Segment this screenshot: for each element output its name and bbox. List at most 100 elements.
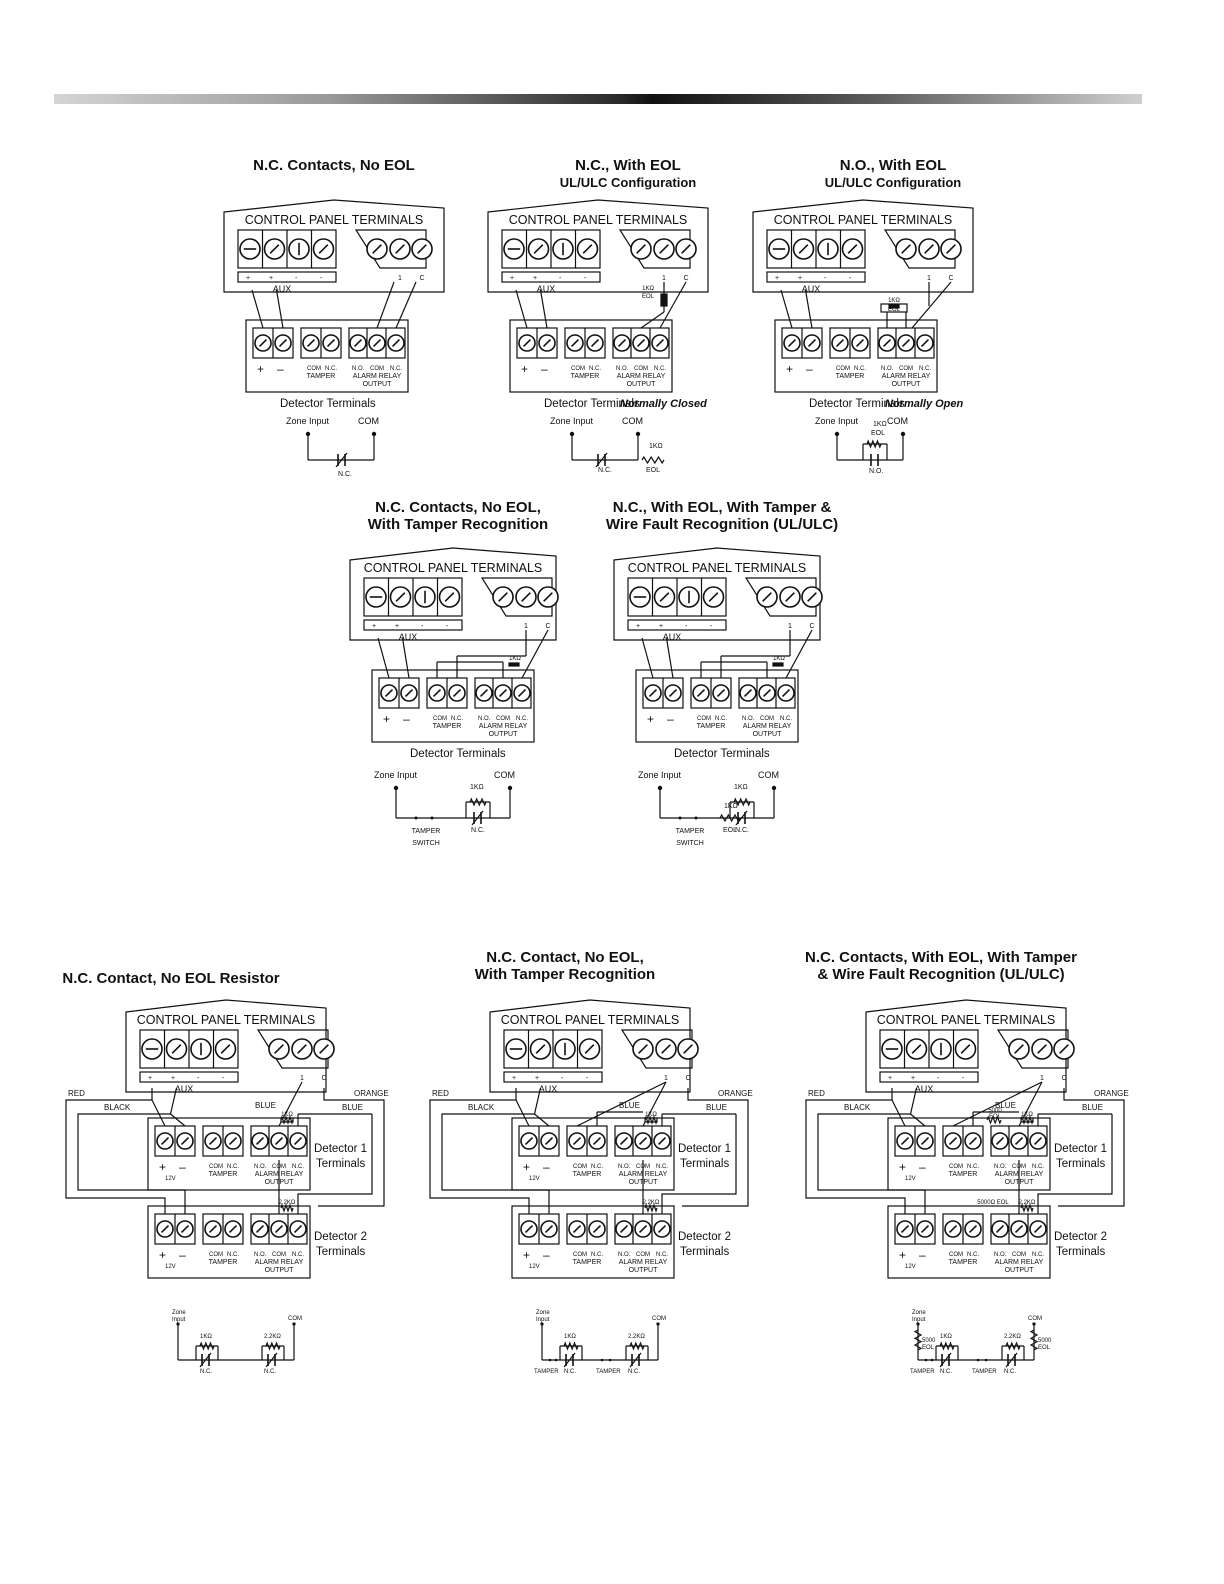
aux-label: AUX xyxy=(537,284,556,294)
zone-input-label: Zone Input xyxy=(286,416,330,426)
12v-label: 12V xyxy=(905,1176,916,1182)
screw-terminal-icon xyxy=(448,684,466,702)
screw-terminal-icon xyxy=(289,1220,307,1238)
relay-nc-label: N.C. xyxy=(656,1164,668,1170)
terminals-label: Terminals xyxy=(316,1246,365,1258)
screw-terminal-icon xyxy=(540,1220,558,1238)
screw-terminal-icon xyxy=(615,1132,633,1150)
screw-terminal-icon xyxy=(380,684,398,702)
zone-1-label: 1 xyxy=(398,275,402,282)
nc-contact-icon xyxy=(629,1352,642,1368)
screw-terminal-icon xyxy=(190,1038,212,1060)
aux-minus-label: - xyxy=(421,623,424,630)
control-panel-title: CONTROL PANEL TERMINALS xyxy=(774,213,953,227)
screw-terminal-icon xyxy=(576,238,599,260)
screw-terminal-icon xyxy=(644,684,662,702)
junction-dot xyxy=(414,816,418,820)
screw-terminal-icon xyxy=(538,334,556,352)
aux-plus-label: + xyxy=(269,275,273,282)
screw-terminal-icon xyxy=(801,586,823,608)
wire-color-label: RED xyxy=(808,1089,825,1098)
relay-com-label: COM xyxy=(496,716,510,722)
aux-label: AUX xyxy=(802,284,821,294)
screw-terminal-icon xyxy=(916,334,934,352)
screw-terminal-icon xyxy=(554,1038,576,1060)
relay-no-label: N.O. xyxy=(478,716,491,722)
screw-terminal-icon xyxy=(349,334,367,352)
tamper-com-label: COM xyxy=(697,716,711,722)
screw-terminal-icon xyxy=(529,1038,552,1060)
relay-no-label: N.O. xyxy=(254,1252,267,1258)
tamper-label: TAMPER xyxy=(573,1171,602,1178)
nc-contact-icon xyxy=(563,1352,576,1368)
resistor-value: 1KΩ xyxy=(200,1334,212,1340)
aux-plus-label: + xyxy=(911,1075,915,1082)
resistor-icon xyxy=(641,455,665,465)
resistor-value: 1KΩ xyxy=(281,1112,293,1118)
alarm-relay-label: ALARM RELAY xyxy=(479,723,528,730)
screw-terminal-icon xyxy=(1029,1220,1047,1238)
junction-dot xyxy=(984,1358,988,1362)
screw-terminal-icon xyxy=(1010,1220,1028,1238)
tamper-switch-label: SWITCH xyxy=(676,840,704,847)
nc-label: N.C. xyxy=(471,827,485,834)
detector-terminals-label: Detector Terminals xyxy=(544,398,640,410)
zone-com-label: C xyxy=(948,275,953,282)
control-panel-title: CONTROL PANEL TERMINALS xyxy=(364,561,543,575)
screw-terminal-icon xyxy=(239,238,261,260)
detector-2-label: Detector 2 xyxy=(1054,1231,1107,1243)
relay-nc-label: N.C. xyxy=(654,366,666,372)
tamper-label: TAMPER xyxy=(573,1259,602,1266)
screw-terminal-icon xyxy=(274,334,292,352)
zone-label: Zone xyxy=(912,1310,926,1316)
screw-terminal-icon xyxy=(897,334,915,352)
eol-label: EOL xyxy=(723,827,737,834)
relay-com-label: COM xyxy=(272,1252,286,1258)
resistor-icon xyxy=(265,1341,281,1351)
relay-no-label: N.O. xyxy=(994,1164,1007,1170)
screw-terminal-icon xyxy=(630,238,652,260)
resistor-icon xyxy=(772,662,784,667)
tamper-nc-label: N.C. xyxy=(325,366,337,372)
screw-terminal-icon xyxy=(368,334,386,352)
relay-nc-label: N.C. xyxy=(1032,1252,1044,1258)
screw-terminal-icon xyxy=(176,1220,194,1238)
zone-input-label: Zone Input xyxy=(638,770,682,780)
alarm-relay-label: ALARM RELAY xyxy=(617,373,666,380)
aux-minus-label: - xyxy=(197,1075,200,1082)
output-label: OUTPUT xyxy=(363,381,393,388)
tamper-com-label: COM xyxy=(949,1164,963,1170)
screw-terminal-icon xyxy=(940,238,962,260)
eol-label: EOL xyxy=(1038,1345,1051,1351)
tamper-nc-label: N.C. xyxy=(715,716,727,722)
wire-color-label: RED xyxy=(68,1089,85,1098)
relay-no-label: N.O. xyxy=(742,716,755,722)
tamper-nc-label: N.C. xyxy=(591,1252,603,1258)
resistor-icon xyxy=(1020,1203,1034,1213)
12v-label: 12V xyxy=(905,1264,916,1270)
resistor-icon xyxy=(469,797,487,807)
wire-color-label: BLUE xyxy=(1082,1103,1103,1112)
tamper-label: TAMPER xyxy=(949,1171,978,1178)
relay-no-label: N.O. xyxy=(618,1164,631,1170)
screw-terminal-icon xyxy=(712,684,730,702)
nc-contact-icon xyxy=(939,1352,952,1368)
nc-label: N.C. xyxy=(264,1369,276,1375)
screw-terminal-icon xyxy=(896,1132,914,1150)
tamper-com-label: COM xyxy=(949,1252,963,1258)
screw-terminal-icon xyxy=(678,586,700,608)
12v-label: 12V xyxy=(165,1176,176,1182)
resistor-icon xyxy=(866,439,882,449)
aux-plus-label: + xyxy=(372,623,376,630)
diagram-subtitle: UL/ULC Configuration xyxy=(560,175,697,190)
resistor-value: 1KΩ xyxy=(724,803,738,810)
